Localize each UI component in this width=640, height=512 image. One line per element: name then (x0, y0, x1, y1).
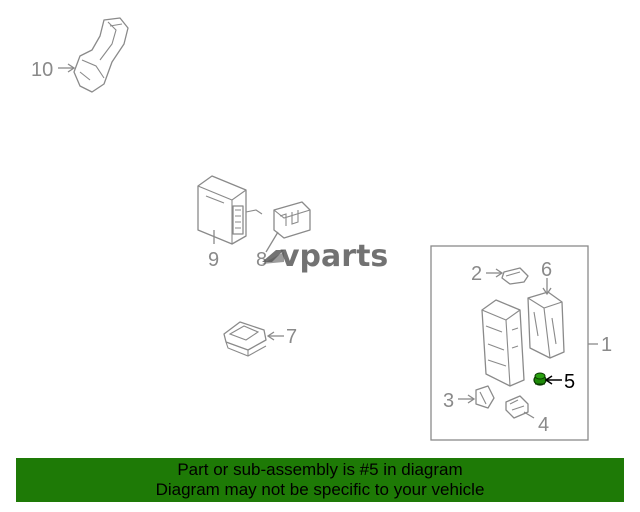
callout-10[interactable]: 10 (31, 59, 53, 81)
part-6[interactable] (527, 291, 565, 359)
part-4[interactable] (505, 395, 529, 419)
arrowhead-5 (544, 375, 553, 385)
callout-3[interactable]: 3 (443, 390, 454, 412)
callout-6[interactable]: 6 (541, 259, 552, 281)
part-9[interactable] (197, 175, 263, 245)
part-5[interactable] (533, 372, 547, 386)
part-10[interactable] (73, 17, 129, 93)
leader-8 (265, 231, 279, 253)
callout-9[interactable]: 9 (208, 249, 219, 271)
arrowhead-2 (495, 268, 504, 278)
part-7[interactable] (223, 321, 267, 357)
banner-line-2: Diagram may not be specific to your vehi… (155, 480, 485, 499)
part-2[interactable] (501, 267, 529, 285)
callout-5[interactable]: 5 (564, 371, 575, 393)
callout-2[interactable]: 2 (471, 263, 482, 285)
arrowhead-10 (67, 63, 76, 73)
watermark-text: vparts (280, 239, 388, 274)
arrowhead-3 (467, 394, 476, 404)
callout-4[interactable]: 4 (538, 414, 549, 436)
assembly-frame (430, 245, 589, 441)
part-junction-block[interactable] (481, 299, 525, 387)
info-banner: Part or sub-assembly is #5 in diagram Di… (16, 458, 624, 502)
arrowhead-7 (266, 331, 275, 341)
banner-line-1: Part or sub-assembly is #5 in diagram (177, 460, 463, 479)
part-3[interactable] (475, 385, 495, 409)
callout-7[interactable]: 7 (286, 326, 297, 348)
car-logo-icon (262, 250, 284, 264)
watermark-logo: vparts (262, 239, 388, 274)
callout-8[interactable]: 8 (256, 249, 267, 271)
arrowhead-6 (542, 287, 552, 296)
leader-4 (523, 411, 535, 419)
part-8[interactable] (273, 201, 311, 239)
callout-1[interactable]: 1 (601, 334, 612, 356)
